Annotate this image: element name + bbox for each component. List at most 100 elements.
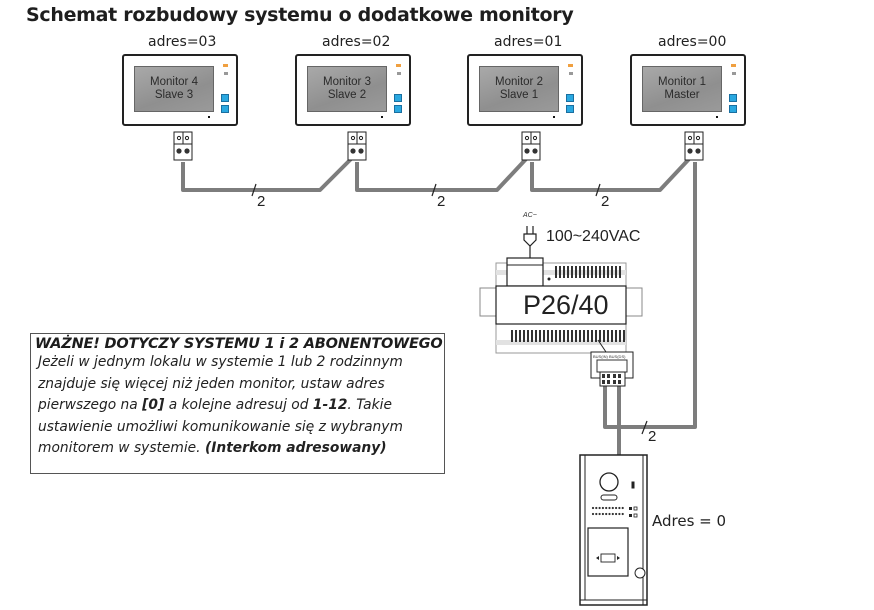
call-button-icon [634,567,646,579]
speaker-hole [615,512,618,516]
status-led [568,64,573,67]
monitor-label: Monitor 4 [150,76,198,88]
ac-symbol: AC~ [523,212,537,219]
vent-slot [575,330,577,342]
vent-slot [615,266,617,278]
vent-slot [595,330,597,342]
vent-slot [619,266,621,278]
speaker-hole [618,506,621,510]
note-line: monitorem w systemie. (Interkom adresowa… [38,438,444,460]
monitor-role: Slave 3 [154,89,194,101]
psu-terminal-module: BUS(IN) BUS(DS) [590,351,634,387]
speaker-hole [621,512,624,516]
monitor-button [729,105,737,113]
wire-count-label: 2 [648,428,657,445]
monitor-screen: Monitor 2 Slave 1 [479,66,559,112]
vent-slot [591,266,593,278]
vent-slot [603,266,605,278]
vent-slot [523,330,525,342]
speaker-hole [601,506,605,510]
note-emphasis: (Interkom adresowany) [204,440,387,456]
note-line: ustawienie umożliwi komunikowanie się z … [38,418,403,435]
speaker-hole [598,506,601,510]
terminal-blocks [173,131,704,161]
indicator [397,72,401,75]
speaker-hole [601,512,605,516]
vent-slot [555,330,557,342]
monitor-label: Monitor 1 [658,76,706,88]
note-text: pierwszego na [38,397,143,413]
vent-slot [611,266,613,278]
monitor-3-address: adres=02 [322,34,391,50]
vent-slot [587,330,589,342]
wire-m2-m1 [530,156,692,192]
vent-slot [587,266,589,278]
vent-slot [583,330,585,342]
svg-text:BUS(IN) BUS(DS): BUS(IN) BUS(DS) [593,354,626,359]
wire-m4-m3 [181,156,354,192]
psu-model: P26/40 [523,290,609,320]
speaker-hole [608,506,611,510]
vent-slot [527,330,529,342]
speaker-hole [621,506,624,510]
input-voltage: 100~240VAC [546,228,641,245]
monitor-4: Monitor 4 Slave 3 [122,54,238,126]
vent-slot [623,330,625,342]
microphone [208,116,210,118]
vent-slot [607,330,609,342]
speaker-hole [611,512,614,516]
monitor-label: Monitor 2 [495,76,543,88]
speaker-hole [591,506,595,510]
vent-slot [547,330,549,342]
vent-slot [559,266,561,278]
indicator [224,72,228,75]
microphone [381,116,383,118]
note-line: Jeżeli w jednym lokalu w systemie 1 lub … [38,354,403,370]
speaker-hole [605,512,608,516]
diagram-title: Schemat rozbudowy systemu o dodatkowe mo… [26,4,574,26]
wire-m3-m2 [355,156,529,192]
speaker-hole [611,506,614,510]
monitor-2: Monitor 2 Slave 1 [467,54,583,126]
speaker-hole [618,512,621,516]
vent-slot [515,330,517,342]
monitor-label: Monitor 3 [323,76,371,88]
vent-slot [567,330,569,342]
speaker-hole [608,512,611,516]
monitor-2-address: adres=01 [494,34,563,50]
monitor-button [566,94,574,102]
speaker-hole [595,506,598,510]
vent-slot [535,330,537,342]
vent-slot [599,330,601,342]
note-body: Jeżeli w jednym lokalu w systemie 1 lub … [35,352,444,460]
status-led [396,64,401,67]
monitor-role: Slave 1 [499,89,539,101]
vent-slot [519,330,521,342]
note-text: a kolejne adresuj od [164,397,313,413]
indicator [732,72,736,75]
monitor-button [221,94,229,102]
note-emphasis: [0] [142,397,165,413]
indicator [569,72,573,75]
monitor-role: Slave 2 [327,89,367,101]
vent-slot [571,330,573,342]
note-text: monitorem w systemie. [38,440,205,456]
status-led [731,64,736,67]
card-reader-icon [600,553,616,563]
vent-slot [539,330,541,342]
monitor-button [221,105,229,113]
status-led [223,64,228,67]
vent-slot [563,330,565,342]
vent-slot [579,266,581,278]
vent-slot [603,330,605,342]
monitor-screen: Monitor 1 Master [642,66,722,112]
vent-slot [567,266,569,278]
vent-slot [611,330,613,342]
monitor-1: Monitor 1 Master [630,54,746,126]
microphone [553,116,555,118]
vent-slot [563,266,565,278]
vent-slot [575,266,577,278]
speaker-hole [595,512,598,516]
vent-slot [595,266,597,278]
camera-icon [599,472,619,492]
